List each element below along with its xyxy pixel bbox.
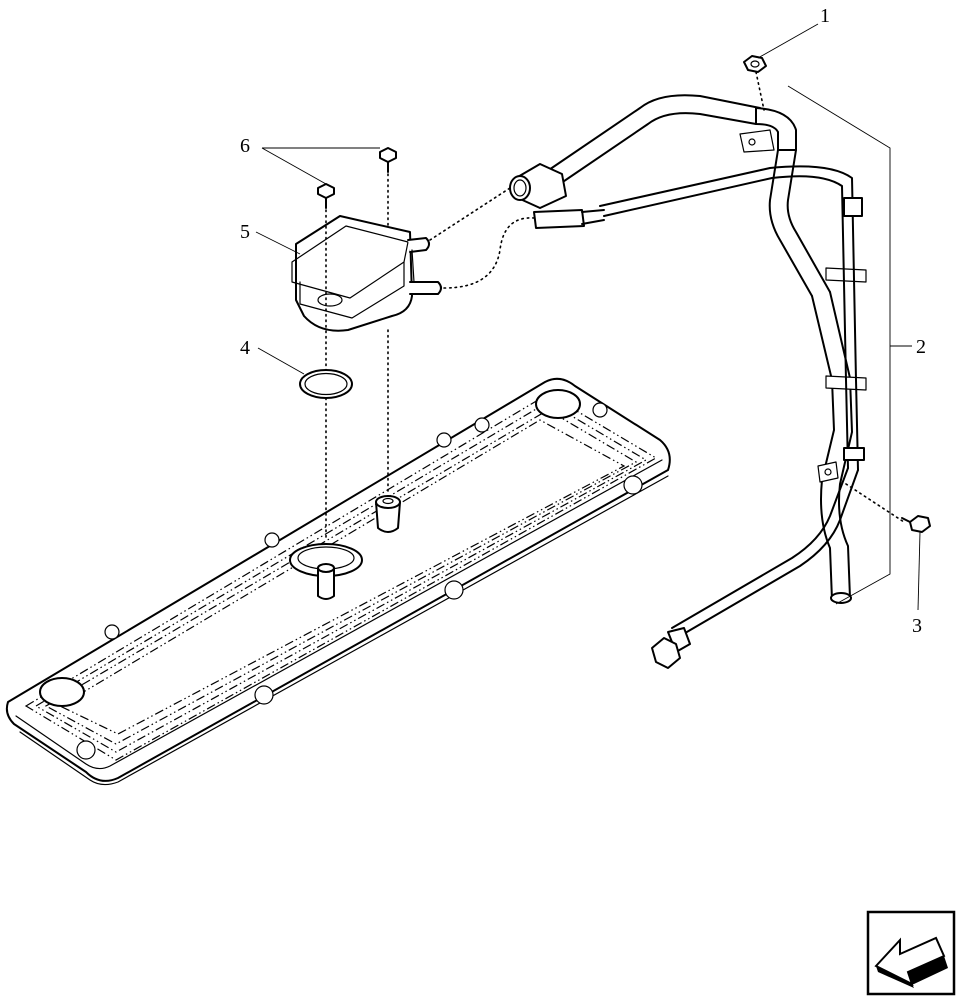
assembly-lines xyxy=(325,71,905,541)
callout-5: 5 xyxy=(240,221,250,243)
breather-filter xyxy=(291,215,442,332)
bolt-bottom xyxy=(901,515,931,533)
hose-assembly xyxy=(509,94,867,669)
o-ring xyxy=(299,369,353,399)
valve-cover xyxy=(5,377,671,786)
nut xyxy=(743,55,767,73)
callout-3: 3 xyxy=(912,615,922,637)
leader-lines xyxy=(255,23,921,611)
callout-4: 4 xyxy=(240,337,250,359)
callout-2: 2 xyxy=(916,336,926,358)
bolt-right xyxy=(379,147,397,173)
callout-1: 1 xyxy=(820,5,830,27)
back-arrow-icon[interactable] xyxy=(866,910,956,996)
bolt-left xyxy=(317,183,335,209)
callout-6: 6 xyxy=(240,135,250,157)
